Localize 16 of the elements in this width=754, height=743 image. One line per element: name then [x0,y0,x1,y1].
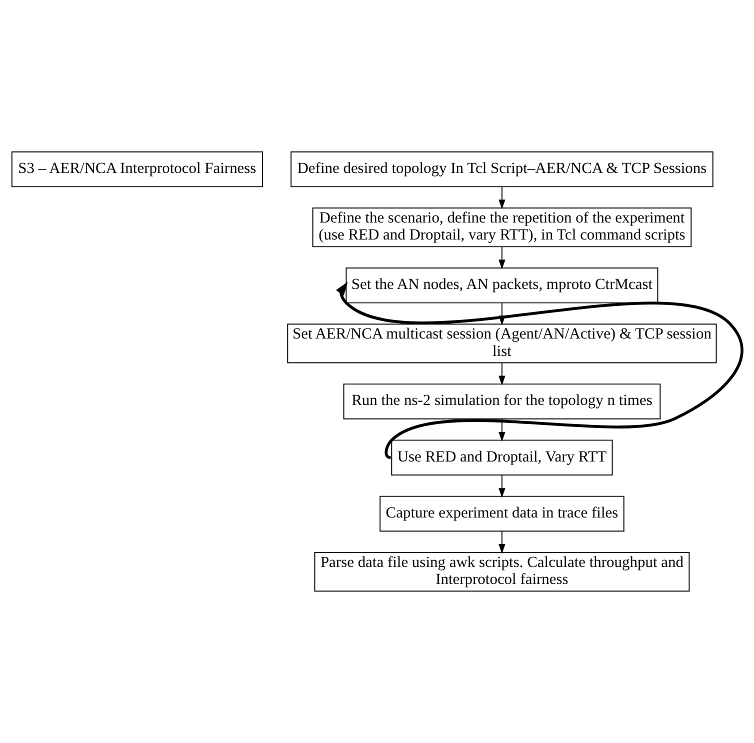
node-box: Run the ns-2 simulation for the topology n times [343,384,661,420]
arrow [498,530,506,554]
arrow [498,418,506,442]
node-box: Use RED and Droptail, Vary RTT [391,440,613,476]
arrow [336,282,744,458]
node-box: Set the AN nodes, AN packets, mproto CtrMcast [346,268,658,304]
node-box: S3 – AER/NCA Interprotocol Fairness [11,151,263,188]
node-box: Define the scenario, define the repetition of the experiment (use RED and Droptail, vary RTT), in Tcl command scripts [312,208,692,248]
node-box: Parse data file using awk scripts. Calculate throughput and Interprotocol fairness [314,552,690,592]
arrow [498,186,506,210]
node-box: Define desired topology In Tcl Script–AER/NCA & TCP Sessions [290,151,714,188]
arrow [498,246,506,270]
arrow [498,474,506,498]
arrow [498,362,506,386]
node-box: Capture experiment data in trace files [380,496,624,532]
node-box: Set AER/NCA multicast session (Agent/AN/Active) & TCP session list [287,324,717,364]
